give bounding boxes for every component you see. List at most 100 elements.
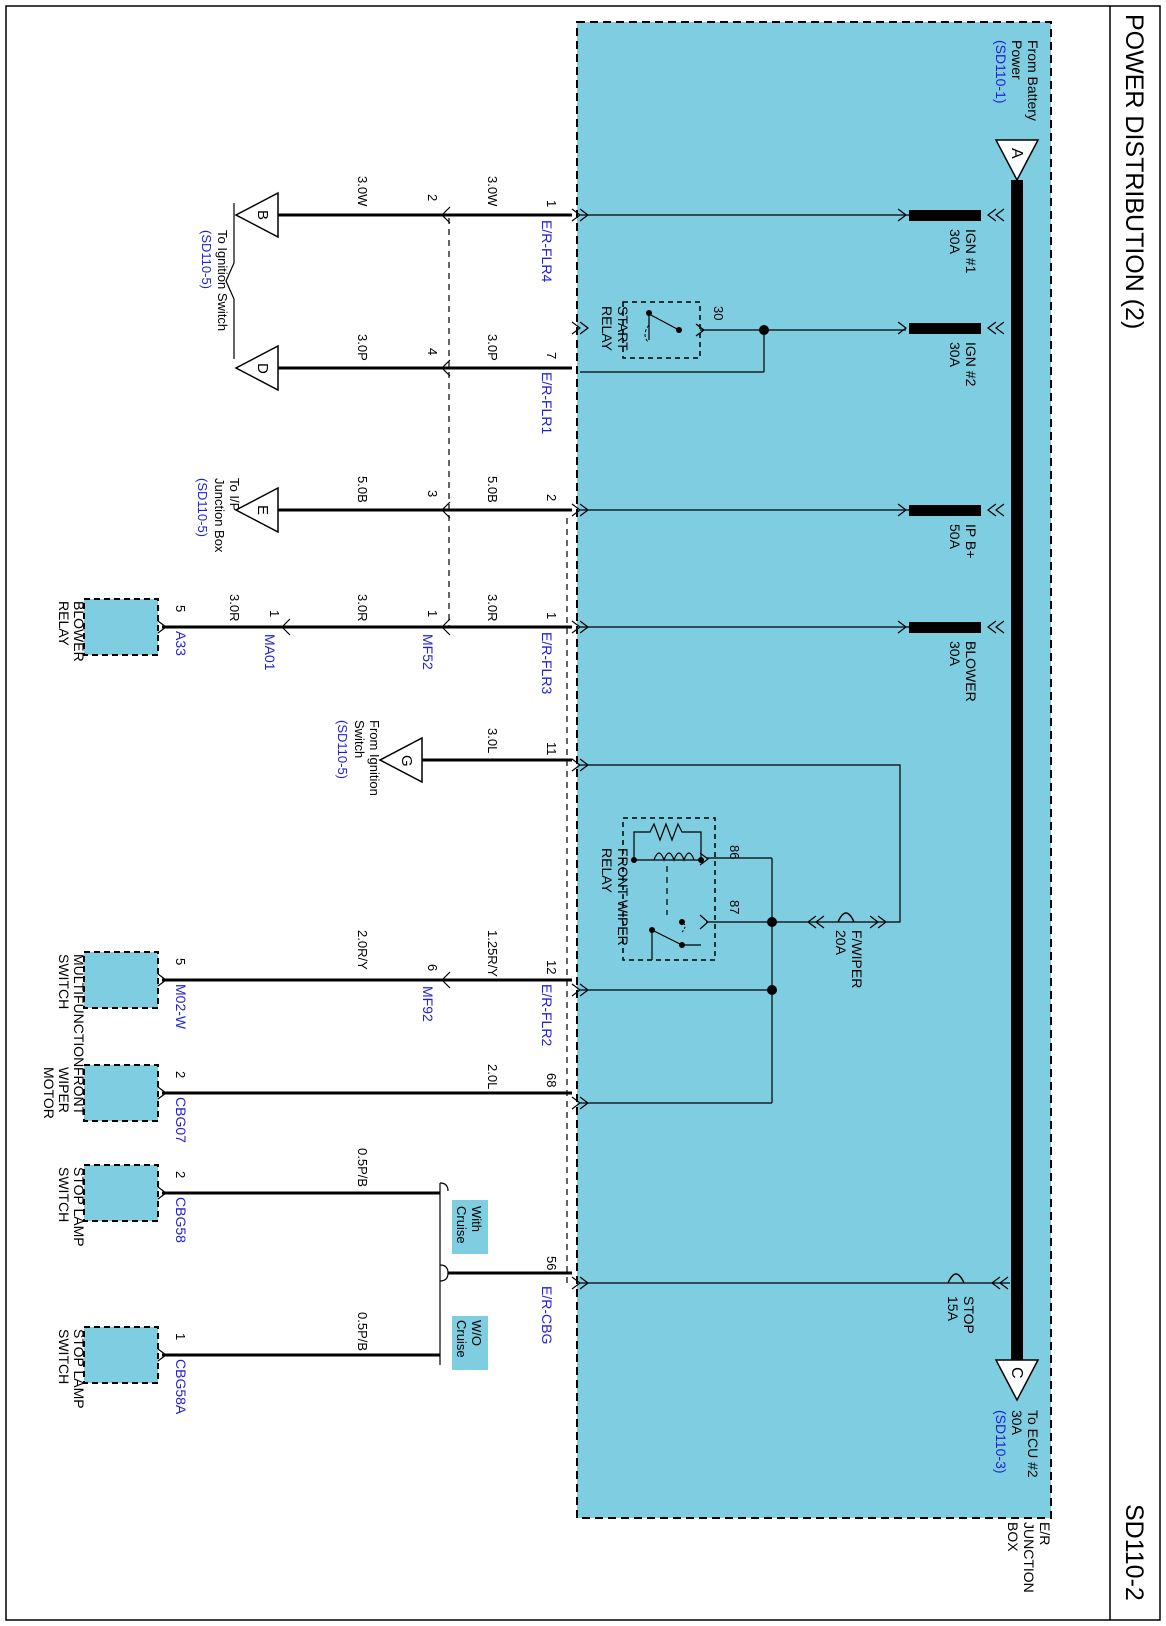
wire-label-3l: 3.0L — [485, 728, 500, 753]
fwiper-fuse: F/WIPER 20A — [571, 758, 901, 1110]
pin-flr1-7: 7 — [544, 352, 559, 359]
fuse-amp: 30A — [947, 641, 963, 667]
fuse-amp: 30A — [947, 342, 963, 368]
conn-flr3[interactable]: E/R-FLR3 — [539, 632, 555, 694]
terminal-d-letter: D — [254, 363, 271, 374]
fuse-bar — [909, 210, 981, 221]
conn-mf92[interactable]: MF92 — [420, 986, 436, 1022]
external-wiring — [162, 203, 572, 1365]
from-ign-label: From IgnitionSwitch (SD110-5) — [335, 720, 382, 796]
terminal-c: C — [994, 1359, 1040, 1402]
wire-label-05pb-b: 0.5P/B — [355, 1312, 370, 1351]
fwiper-fuse-name: F/WIPER — [849, 930, 865, 988]
pin-12: 12 — [544, 960, 559, 974]
start-relay: 30 STARTRELAY — [580, 301, 906, 373]
pin-mf-3: 3 — [425, 490, 440, 497]
wiper-relay-pin86: 86 — [727, 845, 742, 859]
wire-label-05pb-a: 0.5P/B — [355, 1148, 370, 1187]
wire-label-3r-c: 3.0R — [227, 594, 242, 621]
component-connector[interactable]: A33 — [173, 631, 189, 656]
without-cruise-text: W/OCruise — [454, 1320, 484, 1358]
battery-source-label: From BatteryPower (SD110-1) — [993, 40, 1041, 121]
ign-switch-label: To Ignition Switch (SD110-5) — [199, 230, 230, 331]
component-label: MULTIFUNCTIONSWITCH — [56, 954, 87, 1067]
fuse-amp: 50A — [947, 524, 963, 550]
terminal-a: A — [994, 139, 1040, 182]
pin-mf-4: 4 — [425, 348, 440, 355]
wire-label-5b-a: 5.0B — [485, 476, 500, 503]
component-label: STOP LAMPSWITCH — [56, 1329, 87, 1409]
wire-label-2ry: 2.0R/Y — [355, 930, 370, 970]
ip-box-ref[interactable]: (SD110-5) — [195, 478, 210, 537]
component-pin: 2 — [173, 1071, 188, 1078]
terminal-b-letter: B — [254, 210, 271, 220]
from-ign-ref[interactable]: (SD110-5) — [335, 720, 350, 779]
terminal-g-letter: G — [398, 755, 415, 767]
component-box — [83, 951, 159, 1009]
fuse-bar — [909, 323, 981, 334]
components: 5A33BLOWERRELAY5M02-WMULTIFUNCTIONSWITCH… — [41, 598, 189, 1415]
wire-label-3w-b: 3.0W — [355, 176, 370, 207]
terminal-e: E — [234, 486, 279, 534]
wire-labels: 3.0W 3.0W 3.0P 3.0P 5.0B 5.0B 3.0R 3.0R … — [227, 176, 500, 1351]
component-label: STOP LAMPSWITCH — [56, 1167, 87, 1247]
ecu-dest-label: To ECU #230A (SD110-3) — [993, 1410, 1041, 1478]
fuse-name: IGN #1 — [963, 229, 979, 274]
conn-cbg[interactable]: E/R-CBG — [539, 1286, 555, 1344]
fwiper-fuse-amp: 20A — [833, 930, 849, 956]
wire-label-2l: 2.0L — [485, 1064, 500, 1089]
terminal-b: B — [234, 191, 279, 239]
fuse-name: IP B+ — [963, 524, 979, 558]
pin-mf52-1: 1 — [425, 610, 440, 617]
wire-label-125ry: 1.25R/Y — [485, 930, 500, 977]
component-box — [83, 598, 159, 656]
terminal-c-letter: C — [1008, 1367, 1025, 1379]
component-connector[interactable]: CBG58 — [173, 1197, 189, 1243]
stop-fuse-amp: 15A — [945, 1296, 961, 1322]
stop-fuse-name: STOP — [961, 1296, 977, 1334]
conn-flr1[interactable]: E/R-FLR1 — [539, 372, 555, 434]
fuse-amp: 30A — [947, 229, 963, 255]
conn-flr2[interactable]: E/R-FLR2 — [539, 984, 555, 1046]
conn-ma01[interactable]: MA01 — [262, 634, 278, 671]
ecu-dest-ref[interactable]: (SD110-3) — [993, 1410, 1009, 1474]
page-frame — [5, 5, 1161, 1621]
junction-box-label: E/RJUNCTIONBOX — [1005, 1522, 1053, 1593]
fuse-name: BLOWER — [963, 641, 979, 702]
component-pin: 2 — [173, 1171, 188, 1178]
component-box — [83, 1326, 159, 1384]
with-cruise-banner — [452, 1200, 488, 1254]
connector-labels: E/R-FLR4 E/R-FLR1 E/R-FLR3 E/R-FLR2 E/R-… — [262, 220, 555, 1344]
terminal-a-letter: A — [1008, 148, 1025, 159]
pin-ma01-1: 1 — [267, 610, 282, 617]
wire-label-3p-a: 3.0P — [485, 334, 500, 361]
pin-56: 56 — [544, 1256, 559, 1270]
ign-switch-text: To Ignition Switch — [215, 230, 230, 331]
fuse-bar — [909, 622, 981, 633]
conn-mf52[interactable]: MF52 — [420, 634, 436, 670]
conn-flr4[interactable]: E/R-FLR4 — [539, 220, 555, 282]
component-connector[interactable]: M02-W — [173, 984, 189, 1030]
pin-11: 11 — [544, 742, 559, 756]
component-connector[interactable]: CBG07 — [173, 1097, 189, 1143]
battery-source-ref[interactable]: (SD110-1) — [993, 40, 1009, 104]
page-code: SD110-2 — [1120, 1504, 1148, 1601]
ip-box-text: To I/PJunction Box — [212, 478, 242, 553]
component-connector[interactable]: CBG58A — [173, 1359, 189, 1415]
terminal-g: G — [378, 736, 423, 784]
page-title: POWER DISTRIBUTION (2) — [1120, 14, 1148, 329]
wire-label-3r-b: 3.0R — [355, 594, 370, 621]
ecu-dest-text: To ECU #230A — [1009, 1410, 1041, 1478]
fuse-row: IGN #230A — [571, 321, 1005, 387]
ign-switch-ref[interactable]: (SD110-5) — [199, 230, 214, 289]
wiper-relay-pin87: 87 — [727, 900, 742, 914]
wire-label-5b-b: 5.0B — [355, 476, 370, 503]
junction-box-text: E/RJUNCTIONBOX — [1005, 1522, 1053, 1593]
junction-box — [576, 21, 1052, 1519]
